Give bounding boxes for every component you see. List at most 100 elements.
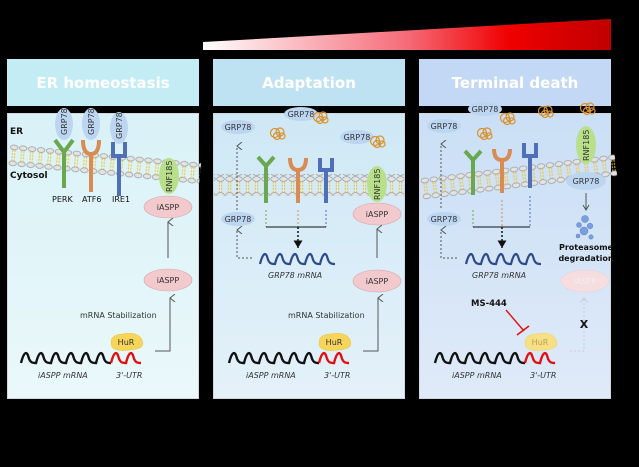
grp78-protein bbox=[566, 172, 606, 190]
stabilization-arrow bbox=[363, 298, 378, 352]
aggregate-blob bbox=[540, 109, 550, 119]
grp78-protein bbox=[221, 212, 255, 226]
iaspp-label: iASPP bbox=[157, 203, 180, 212]
panel-1-diagram: ER Cytosol GRP78 GRP78 GRP78 PERK ATF6 I… bbox=[7, 108, 202, 380]
hur-protein bbox=[524, 332, 558, 351]
aggregate-blob bbox=[508, 117, 516, 125]
grp78-mrna-label: GRP78 mRNA bbox=[472, 271, 526, 280]
utr-label: 3'-UTR bbox=[116, 371, 142, 380]
panel-3-diagram: GRP78 GRP78 GRP78 mRNA GRP78 RNF bbox=[420, 102, 618, 380]
iaspp-label: iASPP bbox=[574, 277, 597, 286]
panel-2-diagram: GRP78 GRP78 GRP78 GRP78 mRNA GRP78 bbox=[214, 107, 404, 380]
proteasome-icon bbox=[575, 215, 594, 240]
grp78-label: GRP78 bbox=[87, 108, 96, 135]
aggregate-blob bbox=[485, 132, 493, 140]
grp78-mrna-strand bbox=[464, 252, 542, 266]
grp78-label: GRP78 bbox=[225, 123, 252, 132]
aggregate-blob bbox=[315, 115, 325, 125]
misfolded-protein-aggregate-icon bbox=[499, 112, 516, 126]
iaspp-protein bbox=[143, 268, 193, 292]
aggregate-blob bbox=[321, 116, 329, 124]
panel-title-terminal-death: Terminal death bbox=[419, 59, 611, 106]
iaspp-mrna-label: iASPP mRNA bbox=[38, 371, 88, 380]
er-membrane bbox=[214, 174, 404, 196]
ms444-label: MS-444 bbox=[471, 299, 507, 309]
misfolded-protein-aggregate-icon bbox=[579, 102, 596, 116]
perk-receptor bbox=[463, 149, 483, 195]
stabilization-arrow bbox=[155, 298, 170, 352]
atf6-receptor bbox=[492, 148, 512, 193]
rnf185-protein bbox=[576, 126, 596, 164]
utr-label: 3'-UTR bbox=[530, 371, 556, 380]
hur-protein bbox=[110, 332, 144, 351]
aggregate-blob bbox=[479, 131, 489, 141]
misfolded-protein-aggregate-icon bbox=[537, 105, 554, 119]
aggregate-blob bbox=[588, 107, 596, 115]
iaspp-protein-faded bbox=[560, 269, 610, 293]
misfolded-protein-aggregate-icon bbox=[269, 127, 286, 141]
grp78-protein bbox=[221, 120, 255, 134]
iaspp-mrna-strand bbox=[227, 351, 320, 365]
translation-arrow bbox=[441, 230, 457, 259]
proteasome-label: Proteasome bbox=[559, 243, 614, 252]
aggregate-blob bbox=[372, 139, 382, 149]
grp78-mrna-label: GRP78 mRNA bbox=[268, 271, 322, 280]
hur-label: HuR bbox=[326, 338, 343, 347]
iaspp-mrna-strand bbox=[433, 351, 526, 365]
iaspp-label: iASPP bbox=[366, 210, 389, 219]
aggregate-blob bbox=[378, 140, 386, 148]
er-membrane bbox=[7, 144, 202, 185]
aggregate-blob bbox=[582, 106, 592, 116]
stress-gradient-wedge bbox=[203, 19, 611, 50]
iaspp-mrna-label: iASPP mRNA bbox=[246, 371, 296, 380]
grp78-label: GRP78 bbox=[344, 133, 371, 142]
degradation-label: degradation bbox=[558, 254, 613, 263]
grp78-label: GRP78 bbox=[225, 215, 252, 224]
aggregate-blob bbox=[278, 132, 286, 140]
ire1-receptor: GRP78 bbox=[110, 112, 128, 196]
aggregate-blob bbox=[272, 131, 282, 141]
perk-receptor bbox=[256, 155, 276, 203]
mrna-stabilization-label: mRNA Stabilization bbox=[80, 311, 157, 320]
grp78-label: GRP78 bbox=[573, 177, 600, 186]
ire1-receptor bbox=[522, 143, 538, 188]
hur-label: HuR bbox=[532, 338, 549, 347]
translation-arrow bbox=[237, 230, 252, 259]
grp78-protein bbox=[427, 212, 461, 226]
rnf185-label: RNF185 bbox=[165, 161, 174, 192]
iaspp-label: iASPP bbox=[157, 276, 180, 285]
grp78-protein bbox=[427, 119, 461, 133]
utr-strand bbox=[109, 351, 142, 365]
grp78-protein bbox=[468, 102, 502, 116]
rnf185-protein bbox=[159, 158, 179, 194]
ire1-label: IRE1 bbox=[112, 195, 130, 204]
ire1-receptor bbox=[318, 158, 334, 203]
grp78-protein bbox=[284, 107, 318, 121]
iaspp-mrna-label: iASPP mRNA bbox=[452, 371, 502, 380]
rnf185-label: RNF185 bbox=[373, 169, 382, 200]
hur-label: HuR bbox=[118, 338, 135, 347]
inhibition-line bbox=[505, 309, 525, 332]
grp78-protein bbox=[340, 130, 374, 144]
mrna-stabilization-label: mRNA Stabilization bbox=[288, 311, 365, 320]
grp78-label: GRP78 bbox=[115, 112, 124, 139]
atf6-receptor bbox=[288, 157, 308, 203]
er-membrane bbox=[420, 154, 618, 200]
grp78-label: GRP78 bbox=[431, 215, 458, 224]
hur-protein bbox=[318, 332, 352, 351]
misfolded-protein-aggregate-icon bbox=[369, 135, 386, 149]
grp78-mrna-strand bbox=[258, 252, 336, 266]
grp78-label: GRP78 bbox=[472, 105, 499, 114]
panel-title-er-homeostasis: ER homeostasis bbox=[7, 59, 199, 106]
perk-receptor: GRP78 bbox=[53, 108, 75, 188]
misfolded-protein-aggregate-icon bbox=[476, 127, 493, 141]
atf6-receptor: GRP78 bbox=[81, 108, 101, 192]
grp78-label: GRP78 bbox=[60, 108, 69, 135]
iaspp-protein bbox=[352, 269, 402, 293]
grp78-label: GRP78 bbox=[288, 110, 315, 119]
blocked-stabilization-arrow bbox=[570, 298, 585, 352]
block-x-mark: X bbox=[580, 318, 589, 331]
rnf185-label: RNF185 bbox=[582, 130, 591, 161]
panel-title-adaptation: Adaptation bbox=[213, 59, 405, 106]
atf6-label: ATF6 bbox=[82, 195, 101, 204]
